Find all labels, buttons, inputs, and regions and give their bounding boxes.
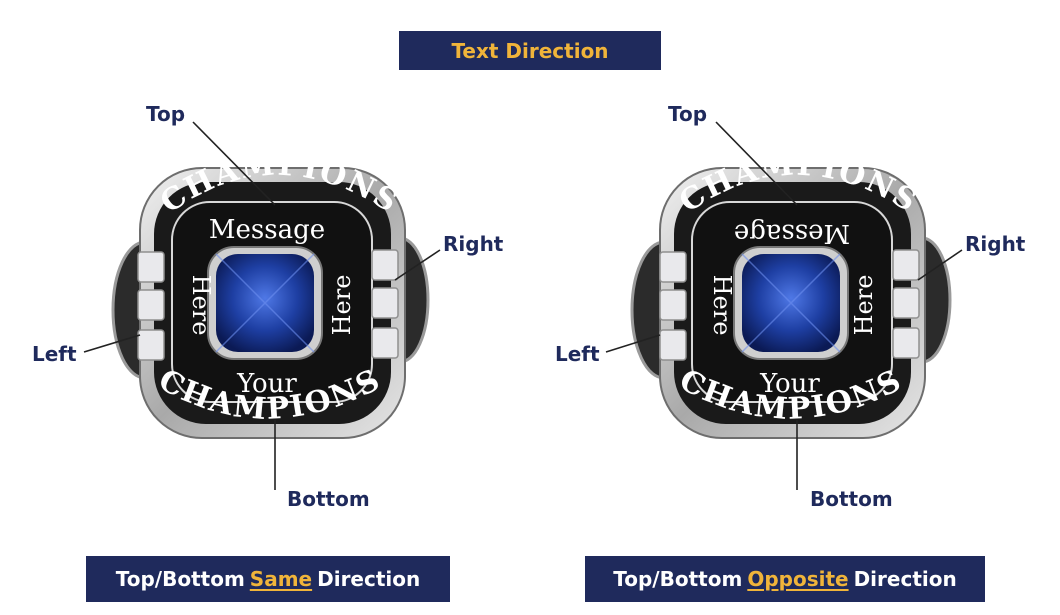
label-left-opposite: Left bbox=[555, 342, 600, 366]
label-bottom-opposite: Bottom bbox=[810, 487, 893, 511]
caption-suffix: Direction bbox=[317, 567, 421, 591]
caption-suffix: Direction bbox=[853, 567, 957, 591]
message-text-upside-down: Message bbox=[734, 218, 850, 248]
here-left-text: Here bbox=[187, 275, 215, 336]
ring-opposite-direction: CHAMPIONS CHAMPIONS Message Your Here He… bbox=[630, 147, 952, 439]
caption-highlight-same: Same bbox=[249, 567, 313, 591]
caption-prefix: Top/Bottom bbox=[115, 567, 245, 591]
here-right-text: Here bbox=[328, 275, 356, 336]
here-right-text-opposite: Here bbox=[850, 275, 878, 336]
ring-same-direction: CHAMPIONS CHAMPIONS Message Your Here He… bbox=[111, 147, 430, 439]
label-right-opposite: Right bbox=[965, 232, 1026, 256]
leader-lines bbox=[83, 121, 963, 490]
your-text: Your bbox=[236, 369, 297, 399]
label-top-opposite: Top bbox=[668, 102, 708, 126]
caption-prefix: Top/Bottom bbox=[613, 567, 743, 591]
caption-highlight-opposite: Opposite bbox=[747, 567, 849, 591]
message-text: Message bbox=[209, 215, 325, 245]
here-left-text-opposite: Here bbox=[708, 275, 736, 336]
label-left: Left bbox=[32, 342, 77, 366]
your-text-opposite: Your bbox=[759, 369, 820, 399]
label-bottom: Bottom bbox=[287, 487, 370, 511]
label-top: Top bbox=[146, 102, 186, 126]
caption-same-direction: Top/Bottom Same Direction bbox=[86, 556, 450, 602]
page-title: Text Direction bbox=[399, 31, 661, 70]
label-right: Right bbox=[443, 232, 504, 256]
caption-opposite-direction: Top/Bottom Opposite Direction bbox=[585, 556, 985, 602]
